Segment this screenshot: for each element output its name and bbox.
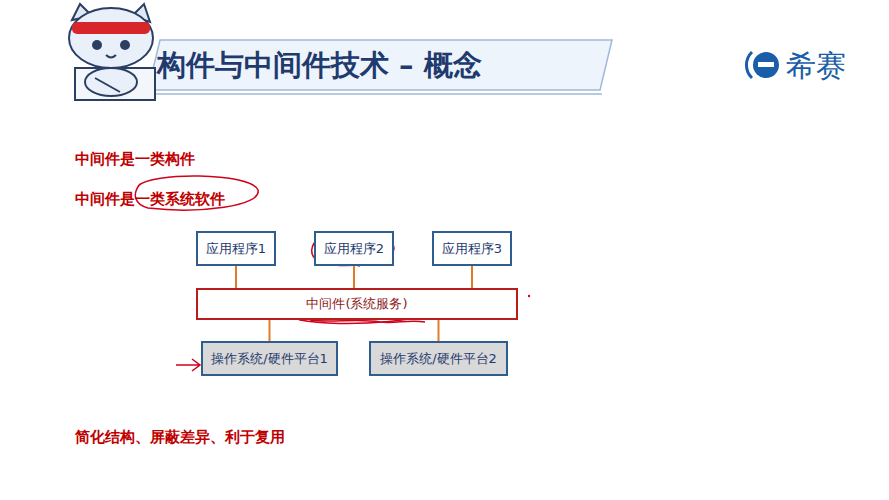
box-label: 操作系统/硬件平台2 [380, 350, 497, 368]
box-label: 应用程序3 [442, 240, 502, 258]
connector-line [353, 266, 355, 288]
slide-title: 构件与中间件技术 – 概念 [157, 46, 482, 86]
box-label: 应用程序1 [206, 240, 266, 258]
application-box: 应用程序3 [432, 231, 512, 266]
application-box: 应用程序2 [314, 231, 394, 266]
statement: 中间件是一类构件 [75, 150, 195, 169]
connector-line [471, 266, 473, 288]
title-rule [150, 93, 602, 95]
title-band [148, 40, 612, 90]
connector-line [269, 320, 271, 341]
box-label: 中间件(系统服务) [306, 295, 407, 313]
application-box: 应用程序1 [196, 231, 276, 266]
connector-line [438, 320, 440, 341]
platform-box: 操作系统/硬件平台2 [369, 341, 508, 376]
logo-text: 希赛 [786, 46, 846, 87]
statement: 中间件是一类系统软件 [75, 190, 225, 209]
connector-line [235, 266, 237, 288]
benefit-note: 简化结构、屏蔽差异、利于复用 [75, 428, 285, 447]
platform-box: 操作系统/硬件平台1 [201, 341, 338, 376]
cat-mascot [69, 4, 155, 100]
stray-dot [528, 295, 530, 297]
middleware-band: 中间件(系统服务) [196, 288, 518, 320]
box-label: 操作系统/硬件平台1 [211, 350, 328, 368]
logo-icon [746, 52, 779, 78]
box-label: 应用程序2 [324, 240, 384, 258]
